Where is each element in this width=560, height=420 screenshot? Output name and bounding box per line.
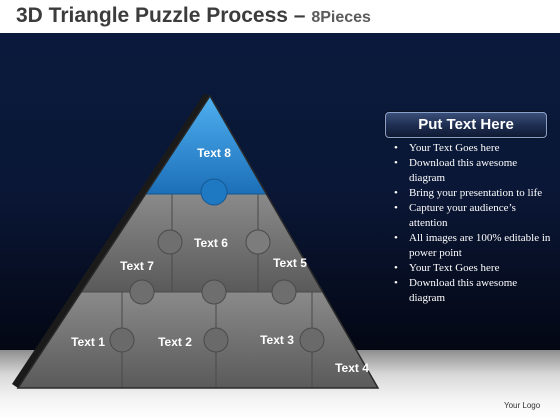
slide-title-main: 3D Triangle Puzzle Process – <box>16 4 306 27</box>
piece-label-7: Text 7 <box>120 259 154 273</box>
puzzle-knob <box>201 279 227 305</box>
text-panel-header: Put Text Here <box>385 112 547 138</box>
piece-label-4: Text 4 <box>335 361 369 375</box>
piece-label-8: Text 8 <box>197 146 231 160</box>
bullet-dot-icon: • <box>394 157 398 169</box>
bullet-item: •Your Text Goes here <box>394 262 500 274</box>
panel-title: Put Text Here <box>418 116 514 133</box>
title-bar: 3D Triangle Puzzle Process – 8Pieces <box>0 0 560 33</box>
puzzle-knob <box>245 229 271 255</box>
pyramid-side-face <box>12 94 210 388</box>
bullet-dot-icon: • <box>394 202 398 214</box>
bullet-dot-icon: • <box>394 262 398 274</box>
bullet-item: •Your Text Goes here <box>394 142 500 154</box>
puzzle-knob <box>129 279 155 305</box>
bullet-item: •Download this awesome diagram <box>394 157 518 184</box>
piece-label-6: Text 6 <box>194 236 228 250</box>
slide-title: 3D Triangle Puzzle Process – 8Pieces <box>16 4 371 28</box>
bullet-dot-icon: • <box>394 277 398 289</box>
puzzle-piece-7 <box>59 193 173 293</box>
puzzle-knob <box>203 327 229 353</box>
puzzle-knob <box>157 229 183 255</box>
puzzle-knob <box>271 279 297 305</box>
bullet-item: •Download this awesome diagram <box>394 277 518 304</box>
bullet-dot-icon: • <box>394 142 398 154</box>
piece-label-5: Text 5 <box>273 256 307 270</box>
bullet-item: •Bring your presentation to life <box>394 187 543 199</box>
puzzle-knob <box>109 327 135 353</box>
bullet-dot-icon: • <box>394 187 398 199</box>
bullet-dot-icon: • <box>394 232 398 244</box>
piece-label-1: Text 1 <box>71 335 105 349</box>
puzzle-knob <box>299 327 325 353</box>
logo-placeholder: Your Logo <box>504 401 541 410</box>
bullet-list: •Your Text Goes here •Download this awes… <box>392 141 552 306</box>
slide-title-sub: 8Pieces <box>311 9 371 26</box>
bullet-item: •Capture your audience’s attention <box>394 202 516 229</box>
pyramid-outline <box>16 94 380 389</box>
bullet-item: •All images are 100% editable in power p… <box>394 232 551 259</box>
piece-label-3: Text 3 <box>260 333 294 347</box>
puzzle-knob <box>200 178 228 206</box>
piece-label-2: Text 2 <box>158 335 192 349</box>
